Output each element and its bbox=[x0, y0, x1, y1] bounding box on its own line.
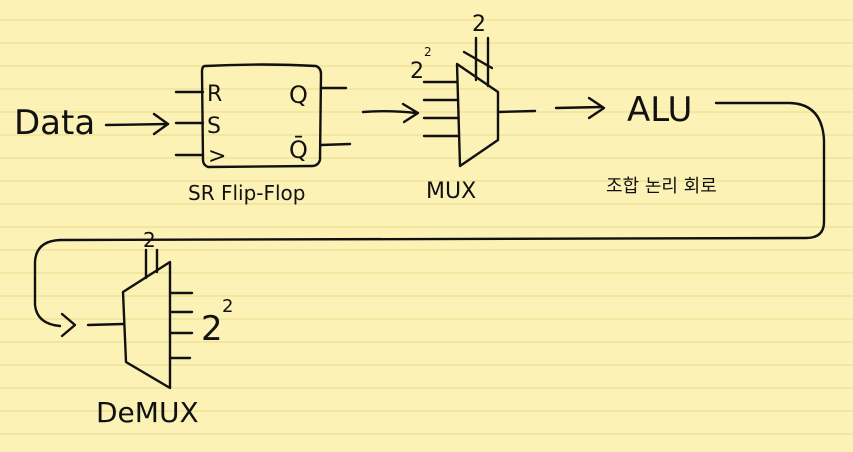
alu-label: ALU bbox=[627, 90, 692, 130]
mux-output bbox=[496, 109, 537, 114]
ff-to-mux-arrow-head bbox=[401, 102, 420, 124]
flipflop-out-q: Q bbox=[289, 81, 308, 109]
demux-input bbox=[86, 322, 125, 327]
alu-to-demux-wire bbox=[33, 101, 826, 328]
data-label: Data bbox=[14, 103, 95, 143]
demux-trapezoid bbox=[121, 260, 172, 390]
mux-input-base: 2 bbox=[410, 59, 424, 84]
ff-to-mux-arrow-shaft bbox=[361, 110, 418, 115]
demux-select-count: 2 bbox=[143, 228, 156, 252]
flipflop-pin-clk: > bbox=[208, 144, 226, 169]
flipflop-box bbox=[200, 63, 323, 169]
data-arrow-head bbox=[152, 112, 170, 136]
demux-caption: DeMUX bbox=[96, 396, 199, 429]
mux-trapezoid bbox=[455, 62, 500, 168]
flipflop-out-qbar: Q̄ bbox=[289, 135, 308, 164]
demux-output-exponent: 2 bbox=[222, 296, 233, 317]
ruled-lines bbox=[0, 19, 853, 435]
demux: 2 2 2 DeMUX bbox=[96, 228, 233, 429]
mux-select-count: 2 bbox=[472, 12, 486, 37]
mux-caption: MUX bbox=[426, 179, 476, 204]
mux-to-alu-arrow-head bbox=[587, 96, 606, 120]
demux-output-base: 2 bbox=[201, 309, 223, 349]
flipflop-pin-s: S bbox=[207, 114, 221, 139]
wire-arrow-head bbox=[60, 312, 77, 338]
flipflop-output-qbar bbox=[319, 142, 352, 147]
mux-input-exponent: 2 bbox=[424, 45, 432, 59]
sr-flipflop: R S > Q Q̄ SR Flip-Flop bbox=[174, 63, 352, 205]
mux: 2 2 2 MUX bbox=[410, 12, 537, 204]
mux-to-alu-arrow-shaft bbox=[554, 105, 604, 110]
data-arrow-shaft bbox=[104, 122, 170, 127]
flipflop-caption: SR Flip-Flop bbox=[188, 181, 305, 205]
mux-select-slash bbox=[462, 50, 494, 70]
flipflop-pin-r: R bbox=[207, 82, 222, 107]
alu-note: 조합 논리 회로 bbox=[606, 176, 717, 197]
